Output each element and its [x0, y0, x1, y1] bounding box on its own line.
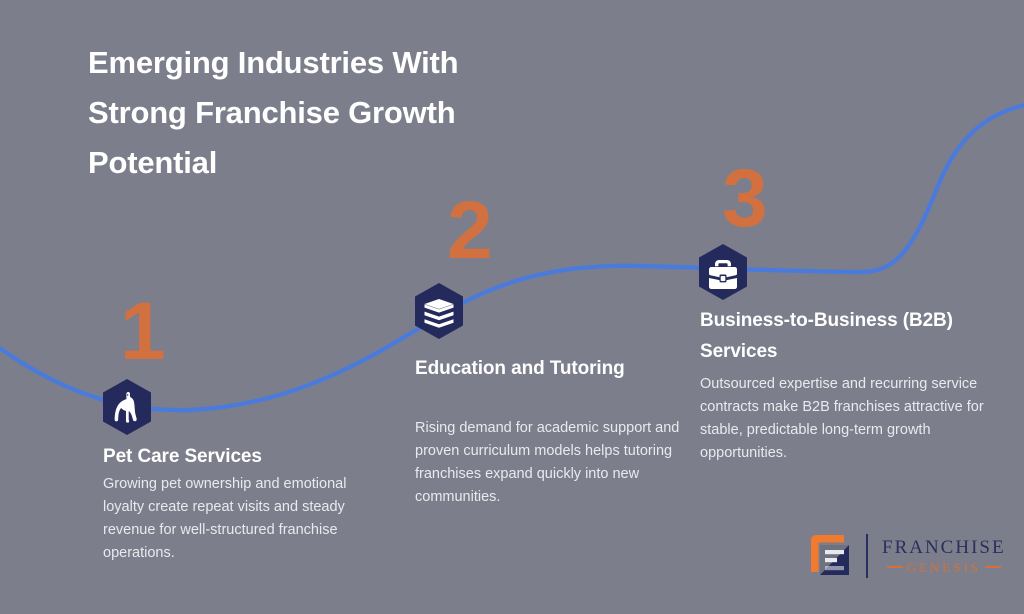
briefcase-icon: [697, 243, 749, 301]
step-title-3: Business-to-Business (B2B) Services: [700, 310, 953, 362]
logo-dash-left: [886, 566, 903, 568]
step-title-2: Education and Tutoring: [415, 358, 625, 379]
franchise-genesis-logo: FRANCHISE GENESIS: [808, 525, 1004, 587]
step-description-3: Outsourced expertise and recurring servi…: [700, 376, 984, 461]
books-icon: [413, 282, 465, 340]
step-description-1: Growing pet ownership and emotional loya…: [103, 476, 347, 561]
logo-word-genesis: GENESIS: [906, 559, 982, 575]
step-description-2: Rising demand for academic support and p…: [415, 420, 680, 505]
step-number-2: 2: [447, 185, 493, 276]
logo-word-franchise: FRANCHISE: [882, 536, 1006, 558]
logo-wordmark: FRANCHISE GENESIS: [882, 537, 1006, 576]
step-title-1: Pet Care Services: [103, 446, 262, 467]
step-number-3: 3: [722, 153, 768, 244]
page-title: Emerging Industries With Strong Franchis…: [88, 45, 459, 180]
step-number-1: 1: [120, 286, 166, 377]
dog-icon: [101, 378, 153, 436]
logo-divider: [866, 534, 868, 578]
logo-word-genesis-row: GENESIS: [886, 559, 1002, 576]
franchise-genesis-mark: [811, 535, 849, 575]
logo-dash-right: [985, 566, 1002, 568]
